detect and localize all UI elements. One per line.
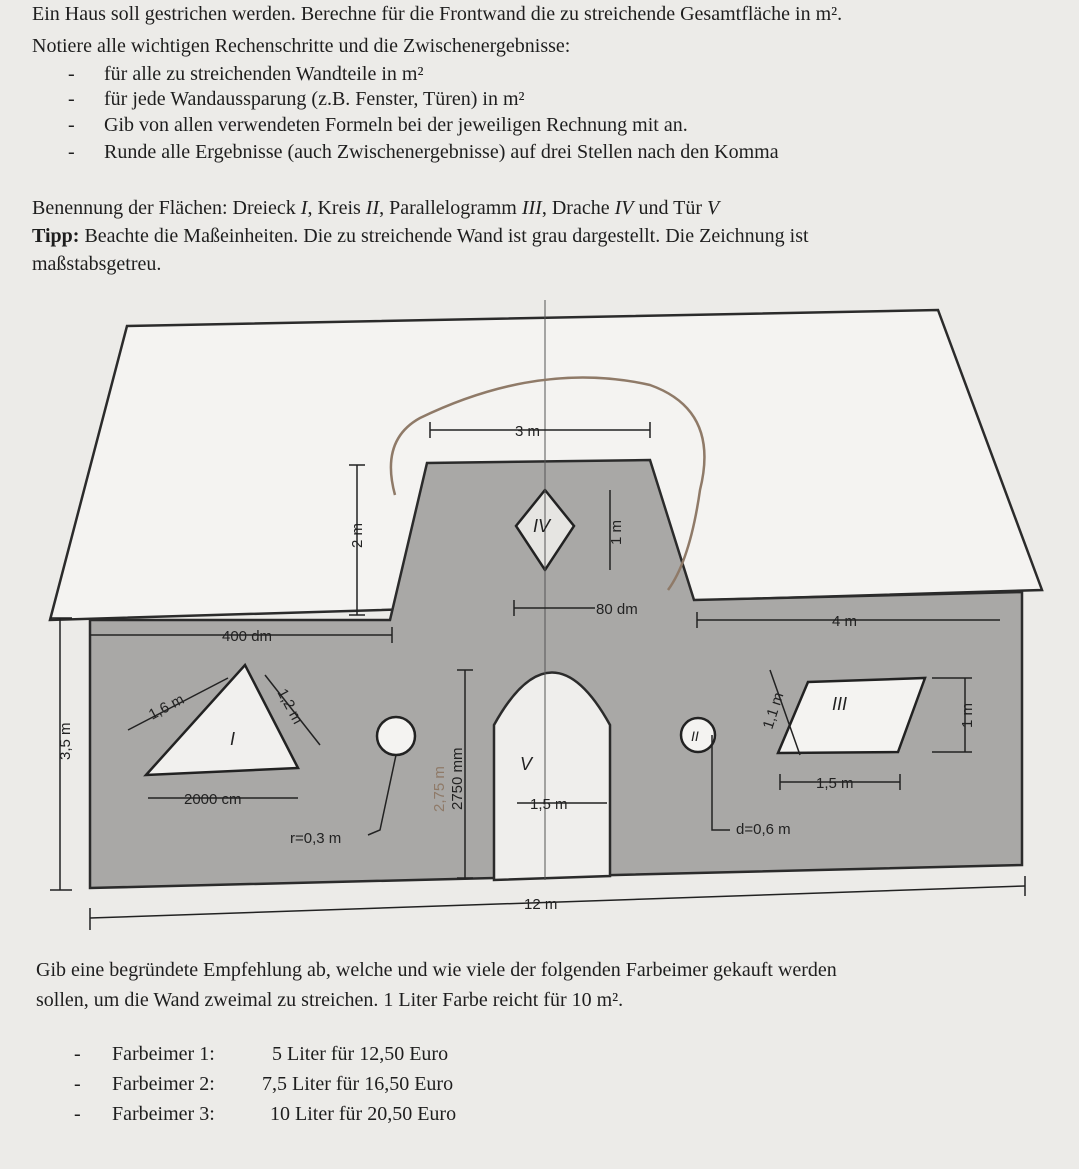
dim-triangle-base: 2000 cm — [184, 791, 242, 808]
dim-wall-height: 3,5 m — [57, 722, 74, 760]
naming-sep: , Kreis — [307, 197, 366, 219]
tip-text: Beachte die Maßeinheiten. Die zu streich… — [79, 225, 809, 247]
dim-door-width: 1,5 m — [530, 796, 568, 813]
naming-sep: und Tür — [633, 197, 707, 219]
bucket-name: Farbeimer 3: — [112, 1103, 215, 1125]
bucket-name: Farbeimer 1: — [112, 1043, 215, 1065]
bucket-desc: 7,5 Liter für 16,50 Euro — [262, 1073, 454, 1095]
tip-label: Tipp: — [32, 225, 80, 247]
label-kite-iv: IV — [533, 516, 552, 536]
task-intro-line2: Notiere alle wichtigen Rechenschritte un… — [32, 35, 571, 57]
step-item: Runde alle Ergebnisse (auch Zwischenerge… — [104, 141, 779, 163]
label-door-v: V — [520, 754, 534, 774]
dim-door-height: 2750 mm — [449, 747, 466, 810]
dim-door-height-pencil: 2,75 m — [431, 766, 448, 812]
naming-i: I — [300, 197, 308, 219]
naming-ii: II — [365, 197, 380, 219]
label-parallelogram-iii: III — [832, 694, 847, 714]
naming-v: V — [706, 197, 720, 219]
step-item: für alle zu streichenden Wandteile in m² — [104, 63, 424, 85]
triangle-i — [143, 662, 301, 777]
dim-door-offset: 80 dm — [596, 601, 638, 618]
bucket-desc: 10 Liter für 20,50 Euro — [270, 1103, 457, 1125]
tip-line2: maßstabsgetreu. — [32, 253, 162, 275]
tip-line: Tipp: Beachte die Maßeinheiten. Die zu s… — [32, 224, 809, 248]
recommendation-line1: Gib eine begründete Empfehlung ab, welch… — [36, 959, 837, 981]
bucket-name: Farbeimer 2: — [112, 1073, 215, 1095]
recommendation-line2: sollen, um die Wand zweimal zu streichen… — [36, 989, 624, 1011]
dim-diameter: d=0,6 m — [736, 821, 791, 838]
bullet-dash: - — [68, 141, 75, 163]
label-circle-ii: II — [691, 728, 699, 744]
bullet-dash: - — [68, 88, 75, 110]
naming-iii: III — [521, 197, 542, 219]
dimension-lines — [50, 422, 1026, 930]
circle-left — [375, 715, 417, 757]
naming-prefix: Benennung der Flächen: Dreieck — [32, 197, 301, 219]
bullet-dash: - — [74, 1103, 81, 1125]
pencil-loop — [389, 376, 706, 591]
parallelogram-iii — [776, 676, 927, 755]
bucket-desc: 5 Liter für 12,50 Euro — [272, 1043, 449, 1065]
area-naming: Benennung der Flächen: Dreieck I, Kreis … — [32, 196, 719, 220]
dim-para-base: 1,5 m — [816, 775, 854, 792]
task-intro-line1: Ein Haus soll gestrichen werden. Berechn… — [32, 3, 843, 25]
dim-total-width: 12 m — [524, 896, 557, 913]
bullet-dash: - — [68, 114, 75, 136]
naming-sep: , Parallelogramm — [379, 197, 522, 219]
dim-kite-height: 1 m — [608, 520, 625, 545]
door-v — [492, 671, 612, 882]
label-triangle-i: I — [230, 729, 235, 749]
bullet-dash: - — [68, 63, 75, 85]
dim-para-height: 1 m — [959, 703, 976, 728]
bullet-dash: - — [74, 1073, 81, 1095]
step-item: für jede Wandaussparung (z.B. Fenster, T… — [104, 88, 525, 110]
naming-sep: , Drache — [541, 197, 615, 219]
dim-offset-right: 4 m — [832, 613, 857, 630]
naming-iv: IV — [614, 197, 634, 219]
step-item: Gib von allen verwendeten Formeln bei de… — [104, 114, 688, 136]
dim-radius: r=0,3 m — [290, 830, 341, 847]
house-front-drawing: 3 m 2 m 1 m 400 dm 80 dm 4 m 1,6 m 1,2 m… — [48, 300, 1044, 930]
dim-gable-height: 2 m — [349, 523, 366, 548]
bullet-dash: - — [74, 1043, 81, 1065]
dim-top-width: 3 m — [515, 423, 540, 440]
circle-ii — [679, 716, 717, 754]
dim-offset-left: 400 dm — [222, 628, 272, 645]
